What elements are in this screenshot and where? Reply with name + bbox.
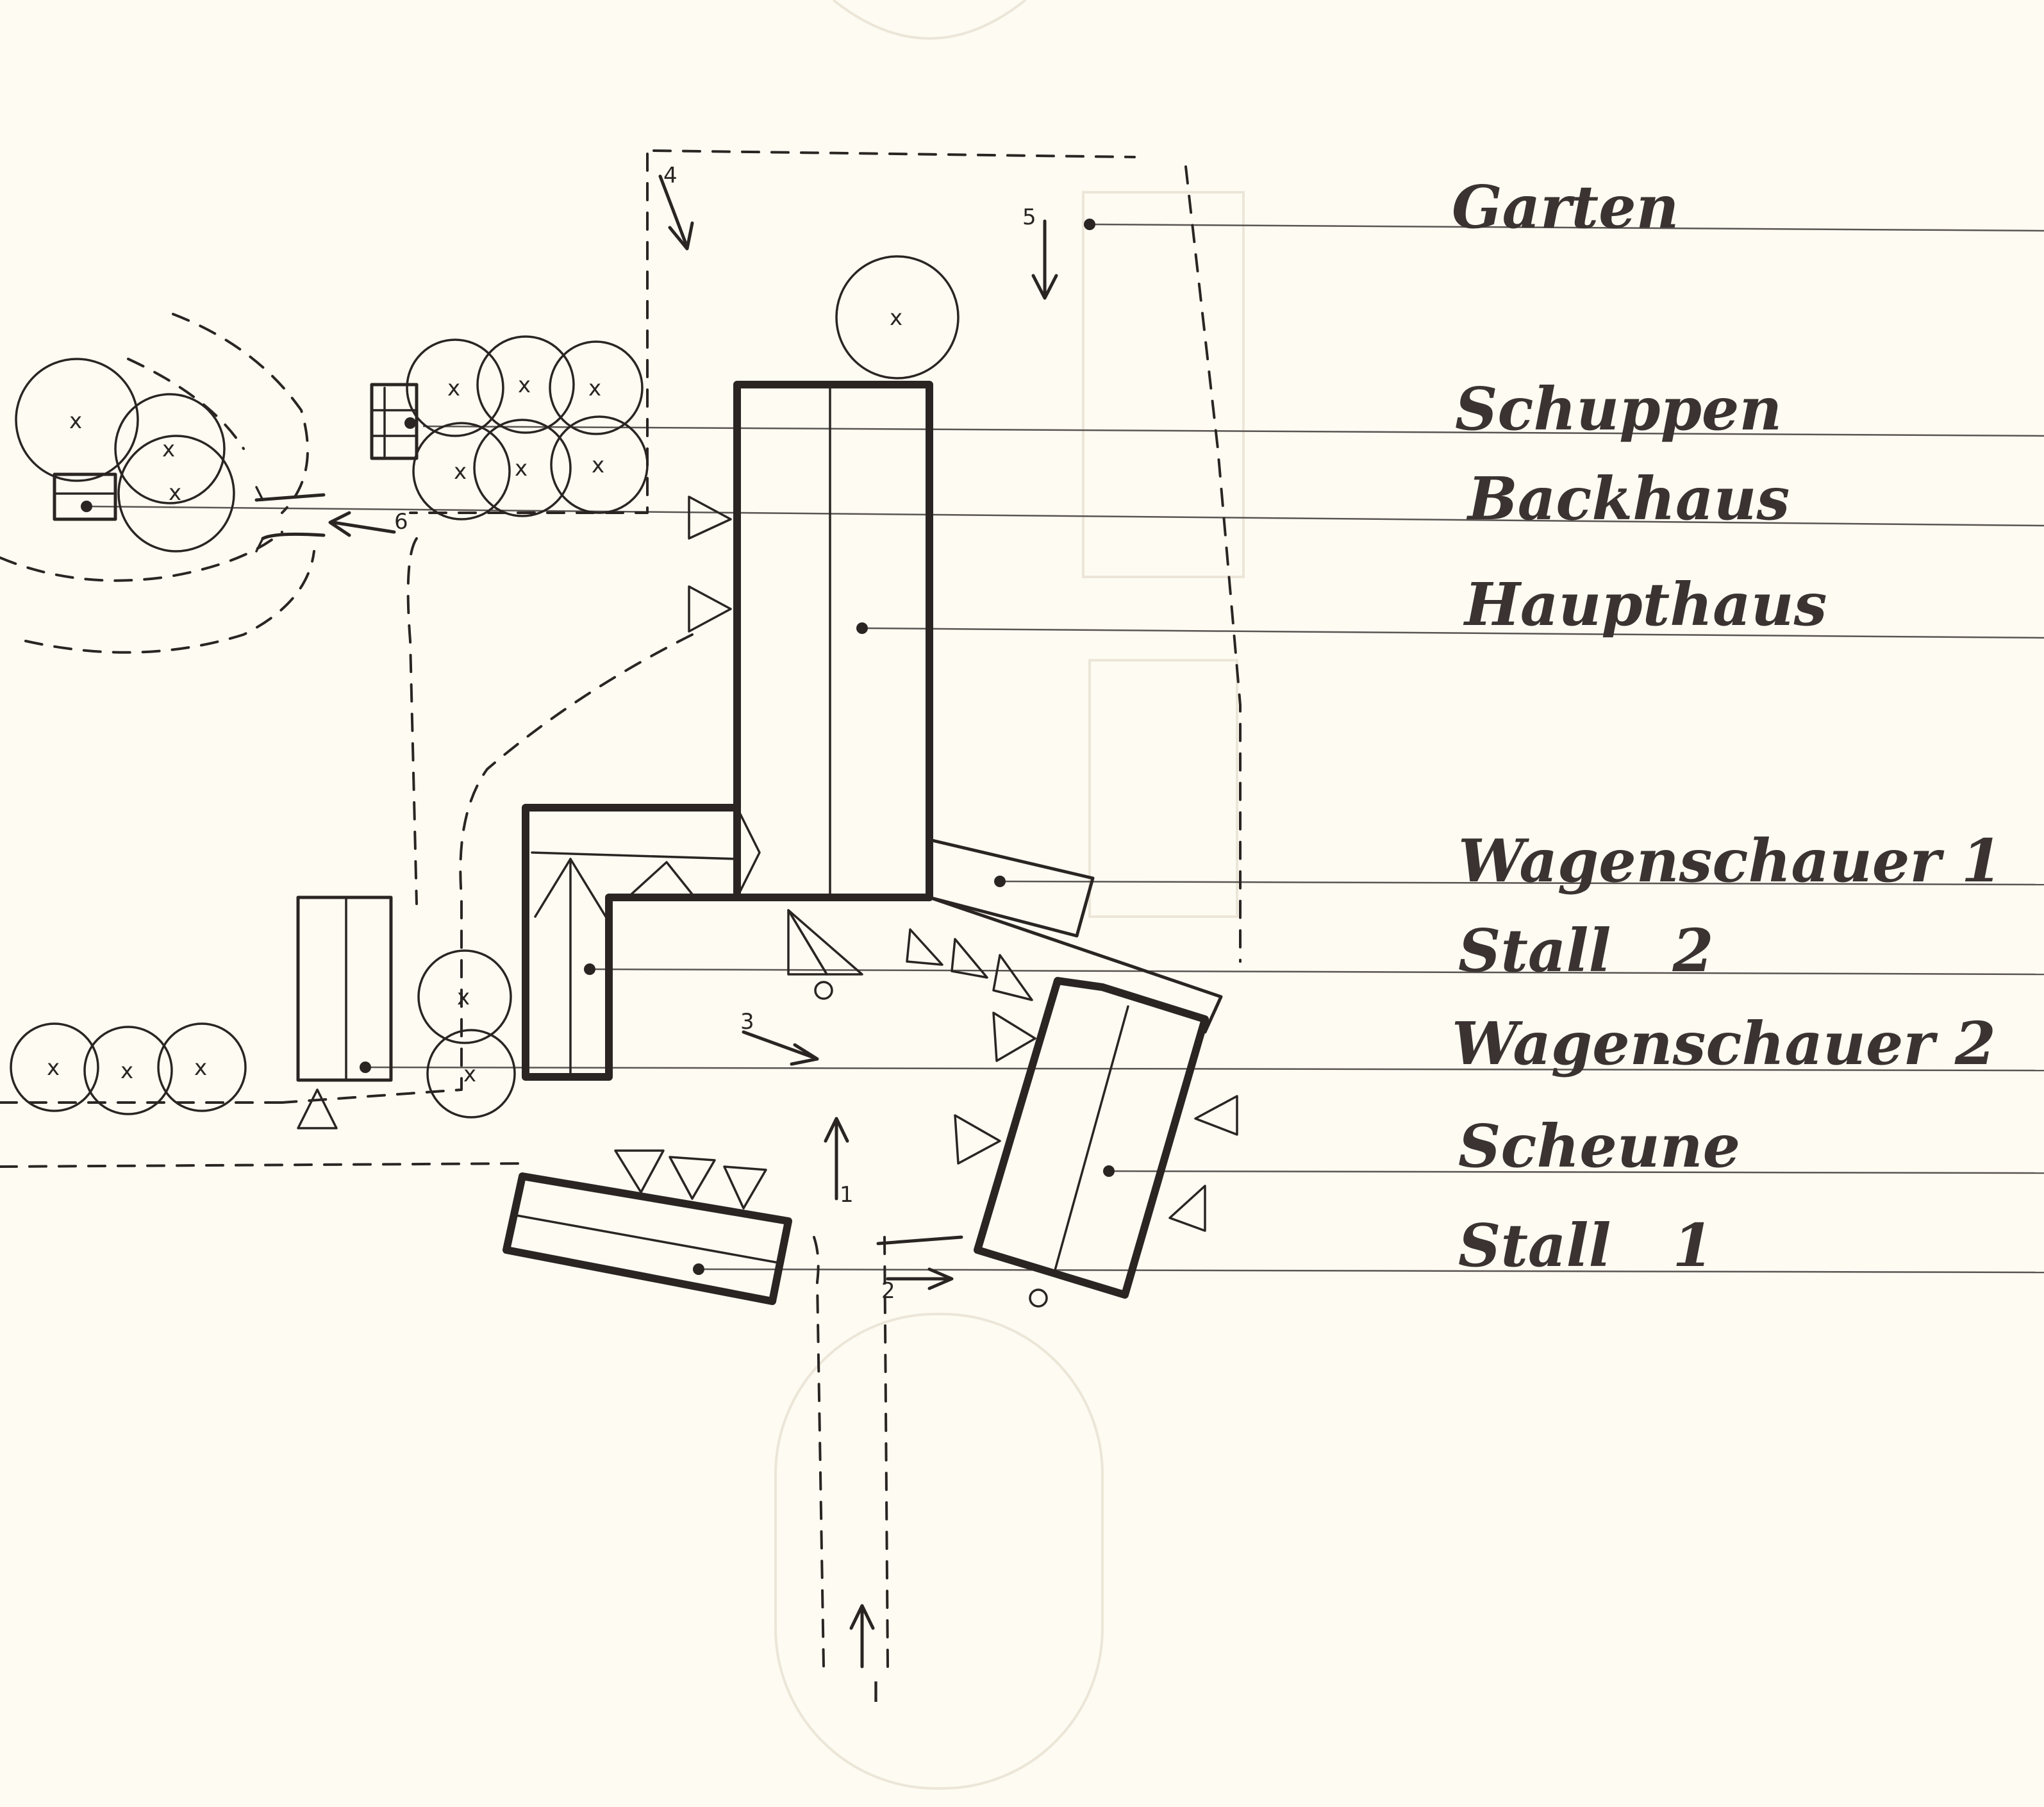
entrance-triangle-icon xyxy=(1168,1185,1206,1232)
entrance-triangle-icon xyxy=(669,1156,716,1200)
tree-icon: x xyxy=(117,435,235,553)
tree-icon: x xyxy=(550,415,649,514)
tree-icon: x xyxy=(406,338,504,437)
legend-haupthaus: Haupthaus xyxy=(1463,570,1827,639)
legend-wagenschauer-1: Wagenschauer 1 xyxy=(1458,826,2002,895)
legend-schuppen: Schuppen xyxy=(1455,374,1782,444)
tree-icon: x xyxy=(114,393,226,504)
svg-text:x: x xyxy=(518,372,531,398)
entrance-triangle-icon xyxy=(614,1149,665,1194)
tree-icon: x xyxy=(473,419,572,517)
entrance-triangle-icon xyxy=(992,1012,1036,1062)
tree-icon: x xyxy=(412,422,511,520)
tree-icon: x xyxy=(15,358,139,482)
viewpoint-2-arrow-icon xyxy=(876,1235,963,1290)
paper-bleed-through xyxy=(774,0,1245,1790)
entrance-triangle-icon xyxy=(992,954,1033,1001)
viewpoint-numbers: 4 5 6 3 1 2 I xyxy=(394,163,1036,1709)
svg-text:x: x xyxy=(69,408,82,434)
legend-stall-2: Stall 2 xyxy=(1458,916,1714,985)
leader-lines xyxy=(86,223,2044,1274)
viewpoint-5-arrow-icon xyxy=(1031,219,1058,300)
viewpoint-1-arrow-icon xyxy=(824,1117,849,1201)
svg-text:x: x xyxy=(890,305,902,331)
legend: Garten Schuppen Backhaus Haupthaus Wagen… xyxy=(1452,172,2002,1280)
entrance-triangle-icon xyxy=(906,928,943,966)
entrance-triangle-icon xyxy=(723,1165,767,1210)
legend-scheune: Scheune xyxy=(1458,1112,1740,1181)
building-scheune xyxy=(974,977,1209,1299)
building-wagenschauer-1 xyxy=(927,838,1223,1034)
legend-backhaus: Backhaus xyxy=(1466,464,1790,533)
svg-text:x: x xyxy=(588,376,601,401)
svg-text:x: x xyxy=(457,985,470,1010)
tree-icon: x xyxy=(835,255,960,379)
viewpoint-3-label: 3 xyxy=(740,1009,754,1035)
building-stall-1 xyxy=(503,1172,792,1305)
svg-text:x: x xyxy=(169,480,181,506)
svg-text:x: x xyxy=(194,1055,207,1081)
viewpoint-3-arrow-icon xyxy=(742,1030,819,1066)
building-haupthaus xyxy=(733,381,933,901)
tree-icon: x xyxy=(549,340,644,435)
dashed-paths xyxy=(0,149,1242,1668)
tree-icon: x xyxy=(476,335,575,434)
building-schuppen xyxy=(370,383,419,460)
svg-text:x: x xyxy=(447,376,460,401)
entrance-label: I xyxy=(872,1676,880,1709)
tree-icon: x xyxy=(157,1022,247,1112)
entrance-triangle-icon xyxy=(787,909,828,976)
svg-text:x: x xyxy=(463,1062,476,1087)
svg-text:x: x xyxy=(47,1055,60,1081)
svg-text:x: x xyxy=(162,437,175,462)
svg-text:x: x xyxy=(592,453,604,478)
building-backhaus xyxy=(53,472,117,521)
viewpoint-6-label: 6 xyxy=(394,509,408,535)
tree-icon: x xyxy=(83,1026,173,1115)
entrance-triangle-icon xyxy=(688,495,732,540)
building-stall-2 xyxy=(522,804,761,1081)
legend-stall-1: Stall 1 xyxy=(1458,1211,1714,1280)
viewpoint-1-label: 1 xyxy=(840,1182,854,1208)
entrance-triangle-icon xyxy=(1194,1095,1238,1136)
entrance-triangle-icon xyxy=(688,585,732,633)
well-icon xyxy=(1029,1288,1048,1308)
tree-icon: x xyxy=(417,949,512,1044)
entrance-triangle-icon xyxy=(954,1114,1001,1165)
entrance-triangle-icon xyxy=(787,909,863,976)
svg-text:x: x xyxy=(120,1058,133,1084)
viewpoint-5-label: 5 xyxy=(1022,204,1036,230)
viewpoint-6-arrow-icon xyxy=(328,511,396,537)
entrance-triangle-icon xyxy=(297,1088,338,1129)
gate-marks xyxy=(254,486,326,553)
svg-text:x: x xyxy=(515,456,528,481)
entrance-triangle-icon xyxy=(951,938,988,979)
legend-wagenschauer-2: Wagenschauer 2 xyxy=(1452,1009,1996,1078)
viewpoint-4-arrow-icon xyxy=(658,174,694,251)
viewpoint-4-label: 4 xyxy=(663,163,677,188)
viewpoint-arrows xyxy=(328,174,1058,1669)
building-wagenschauer-2 xyxy=(296,895,393,1082)
svg-text:x: x xyxy=(454,459,467,485)
tree-icon: x xyxy=(10,1022,99,1112)
entrance-arrow-icon xyxy=(849,1604,875,1669)
legend-garten: Garten xyxy=(1452,172,1679,242)
well-icon xyxy=(814,981,833,1000)
garten-marker-dot xyxy=(1084,219,1095,230)
viewpoint-2-label: 2 xyxy=(881,1278,895,1304)
entrance-markers xyxy=(297,495,1238,1308)
tree-icon: x xyxy=(426,1029,516,1119)
trees: x x x x x x x x x x x x x x x xyxy=(10,255,960,1119)
